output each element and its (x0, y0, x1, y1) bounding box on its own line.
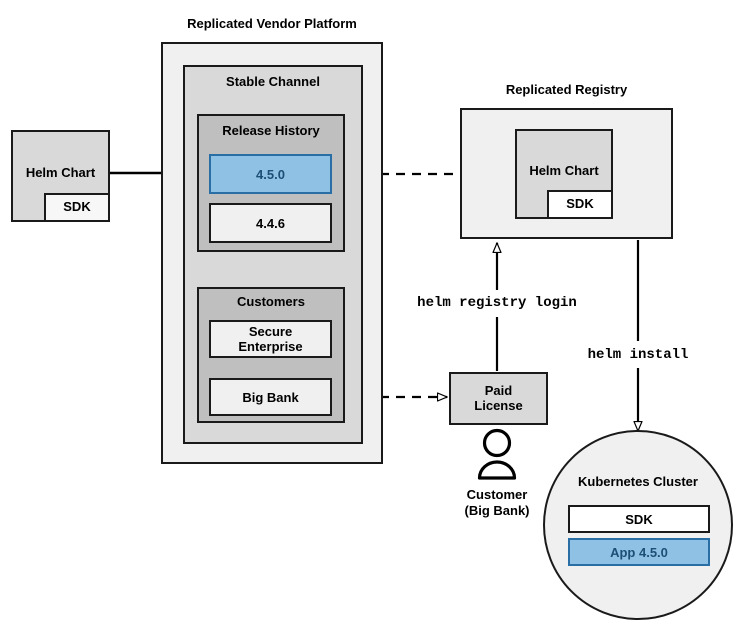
registry-title: Replicated Registry (505, 82, 628, 97)
customer-name-label: Secure Enterprise (238, 324, 303, 354)
registry-sdk-box: SDK (547, 190, 613, 219)
customer-name-label: Big Bank (242, 389, 299, 405)
release-version-label: 4.5.0 (256, 166, 285, 182)
customer-caption: Customer (Big Bank) (464, 487, 530, 518)
paid-license-box: Paid License (449, 372, 548, 425)
helm-chart-source-label: Helm Chart (25, 165, 96, 180)
customer-person-icon (477, 428, 517, 480)
helm-chart-source-sdk-box: SDK (44, 193, 110, 222)
customers-label: Customers (237, 294, 305, 309)
stable-channel-label: Stable Channel (226, 74, 320, 89)
registry-sdk-label: SDK (566, 196, 594, 212)
kubernetes-sdk-box: SDK (568, 505, 710, 533)
kubernetes-app-box: App 4.5.0 (568, 538, 710, 566)
kubernetes-sdk-label: SDK (625, 511, 653, 527)
release-history-label: Release History (222, 123, 320, 138)
helm-registry-login-command: helm registry login (417, 295, 577, 311)
vendor-platform-title: Replicated Vendor Platform (187, 16, 357, 31)
kubernetes-app-label: App 4.5.0 (610, 544, 668, 560)
kubernetes-cluster-title: Kubernetes Cluster (578, 474, 698, 489)
paid-license-label: Paid License (474, 382, 523, 413)
release-version-label: 4.4.6 (256, 215, 285, 231)
release-item-4-4-6[interactable]: 4.4.6 (209, 203, 332, 243)
helm-install-command: helm install (587, 347, 689, 363)
registry-helm-chart-label: Helm Chart (529, 163, 599, 178)
customer-item-secure-enterprise[interactable]: Secure Enterprise (209, 320, 332, 358)
helm-chart-source-sdk-label: SDK (63, 199, 91, 215)
release-item-4-5-0[interactable]: 4.5.0 (209, 154, 332, 194)
customer-item-big-bank[interactable]: Big Bank (209, 378, 332, 416)
